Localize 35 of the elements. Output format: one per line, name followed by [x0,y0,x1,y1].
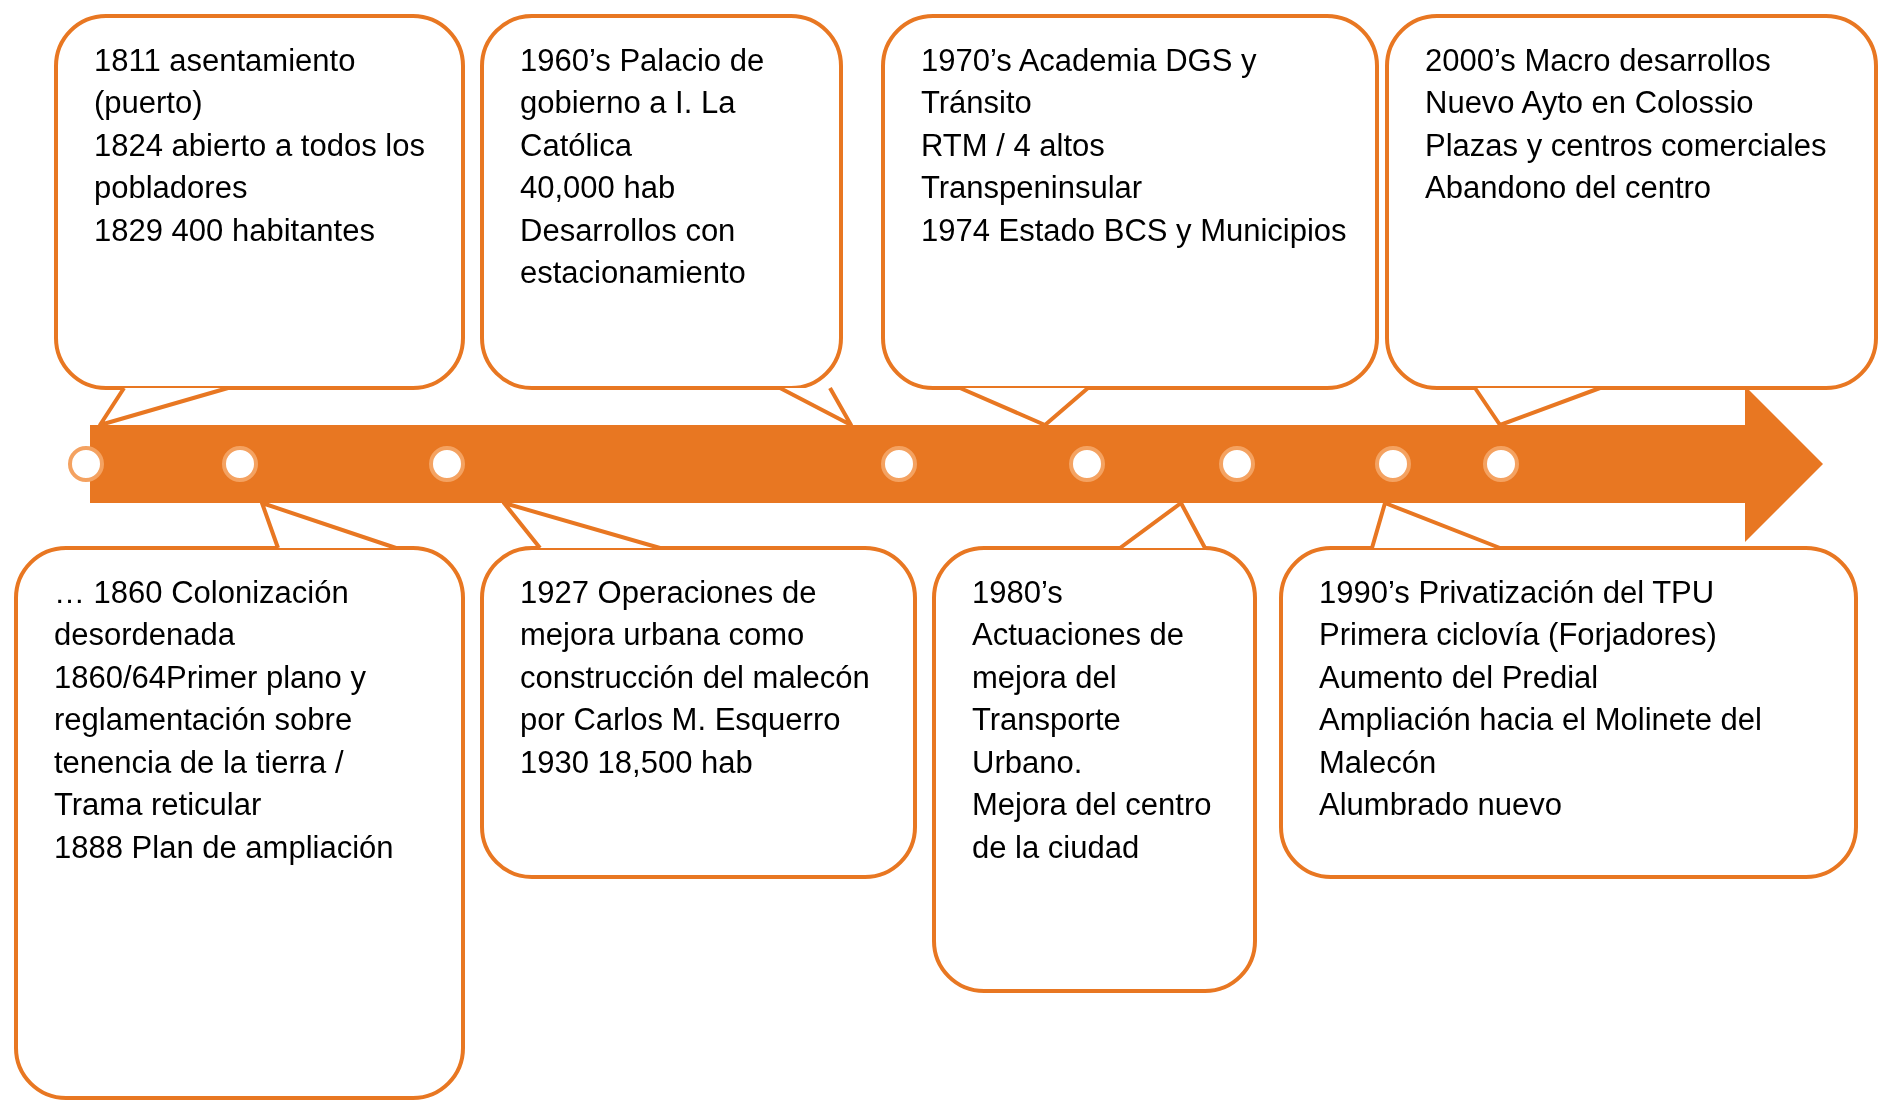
event-text: … 1860 Colonización desordenada [54,574,350,655]
event-text: 1811 asentamiento (puerto) [94,42,357,123]
event-text: Nuevo Ayto en Colossio [1425,84,1755,123]
event-text: Mejora del centro de la ciudad [972,786,1213,867]
callout-bubble [14,546,465,1100]
event-text: RTM / 4 altos [921,126,1106,165]
callout-bubble [1385,14,1878,390]
callout-bubble [480,546,917,879]
callout-bubble [932,546,1257,993]
event-text: Ampliación hacia el Molinete del Malecón [1319,701,1763,782]
event-text: 1980’s [972,574,1064,612]
event-text: 1927 Operaciones de mejora urbana como construcción del malecón por Carlos M. Esquerro [520,574,871,740]
event-text: Abandono del centro [1425,169,1713,208]
event-text: Alumbrado nuevo [1319,786,1563,825]
event-text: 1829 400 habitantes [94,211,376,250]
callout-bubble [54,14,465,390]
event-text: 2000’s Macro desarrollos [1425,42,1772,80]
event-text: Aumento del Predial [1319,658,1600,697]
callout-bubble [881,14,1379,390]
event-text: 1960’s Palacio de gobierno a I. La Católica [520,42,766,165]
event-text: 1860/64Primer plano y reglamentación sobre tenencia de la tierra / Trama reticular [54,658,367,825]
event-text: Plazas y centros comerciales [1425,126,1828,165]
event-text: Desarrollos con estacionamiento [520,211,747,293]
event-text: 40,000 hab [520,169,677,208]
callout-bubble [1279,546,1858,879]
event-text: Primera ciclovía (Forjadores) [1319,616,1718,655]
callout-bubble [480,14,843,390]
event-text: Transpeninsular [921,169,1144,208]
event-text: Actuaciones de mejora del Transporte Urbano. [972,616,1185,782]
event-text: 1974 Estado BCS y Municipios [921,211,1348,250]
event-text: 1990’s Privatización del TPU [1319,574,1716,612]
event-text: 1970’s Academia DGS y Tránsito [921,42,1258,123]
event-text: 1888 Plan de ampliación [54,828,395,867]
event-text: 1930 18,500 hab [520,743,754,782]
event-text: 1824 abierto a todos los pobladores [94,126,426,208]
